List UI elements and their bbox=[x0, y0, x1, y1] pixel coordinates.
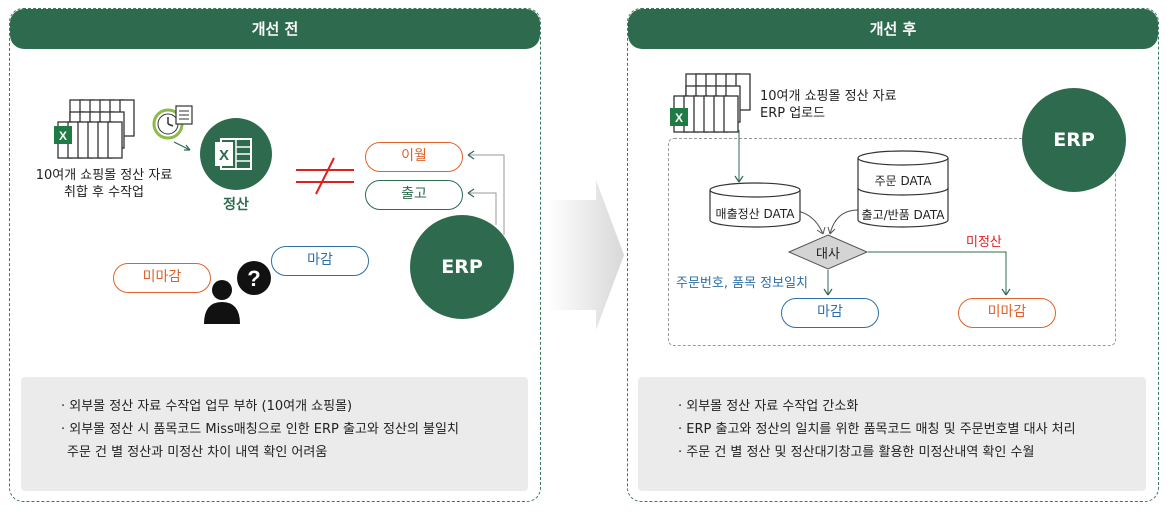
erp-label-after: ERP bbox=[1053, 129, 1095, 151]
unclosed-pill: 미마감 bbox=[113, 263, 211, 293]
erp-circle-before: ERP bbox=[410, 215, 514, 319]
after-panel: 개선 후 bbox=[627, 8, 1159, 502]
match-label: 주문번호, 품목 정보일치 bbox=[676, 276, 808, 291]
before-header: 개선 전 bbox=[10, 9, 540, 49]
after-note-3: · 주문 건 별 정산 및 정산대기창고를 활용한 미정산내역 확인 수월 bbox=[678, 445, 1035, 460]
erp-connector-lines bbox=[467, 150, 505, 235]
svg-text:X: X bbox=[219, 147, 229, 164]
unclosed-pill-after: 미마감 bbox=[958, 298, 1056, 328]
excel-sheets-icon: X bbox=[670, 73, 751, 133]
compare-label: 대사 bbox=[816, 247, 840, 262]
before-notes: · 외부몰 정산 자료 수작업 업무 부하 (10여개 쇼핑몰) · 외부몰 정… bbox=[21, 377, 528, 491]
person-question-icon: ? bbox=[204, 261, 271, 324]
flow-lines bbox=[734, 130, 1011, 296]
compare-diamond bbox=[788, 234, 868, 270]
closing-pill-after: 마감 bbox=[781, 298, 879, 328]
svg-text:?: ? bbox=[247, 266, 260, 291]
after-caption: 10여개 쇼핑몰 정산 자료 ERP 업로드 bbox=[760, 88, 920, 122]
excel-sheets-icon: X bbox=[54, 99, 135, 159]
database-icon bbox=[709, 182, 801, 228]
order-db-label: 주문 DATA bbox=[874, 174, 932, 188]
unsettled-label: 미정산 bbox=[966, 235, 1002, 250]
closing-pill: 마감 bbox=[271, 246, 369, 276]
after-header: 개선 후 bbox=[628, 9, 1158, 49]
before-caption-line1: 10여개 쇼핑몰 정산 자료 bbox=[35, 168, 173, 183]
shipment-pill: 출고 bbox=[365, 180, 463, 210]
after-caption-line1: 10여개 쇼핑몰 정산 자료 bbox=[760, 89, 897, 104]
after-caption-line2: ERP 업로드 bbox=[760, 106, 826, 121]
clock-document-icon bbox=[152, 105, 193, 151]
after-note-1: · 외부몰 정산 자료 수작업 간소화 bbox=[678, 399, 859, 414]
before-note-2: · 외부몰 정산 시 품목코드 Miss매칭으로 인한 ERP 출고와 정산의 … bbox=[61, 422, 459, 437]
erp-label-before: ERP bbox=[441, 256, 483, 278]
erp-system-area bbox=[668, 138, 1116, 346]
shipment-return-db-label: 출고/반품 DATA bbox=[861, 208, 945, 222]
before-note-3: 주문 건 별 정산과 미정산 차이 내역 확인 어려움 bbox=[67, 445, 328, 460]
before-panel: 개선 전 bbox=[9, 8, 541, 502]
not-equal-icon bbox=[296, 157, 354, 195]
before-caption: 10여개 쇼핑몰 정산 자료 취합 후 수작업 bbox=[34, 167, 174, 201]
after-notes: · 외부몰 정산 자료 수작업 간소화 · ERP 출고와 정산의 일치를 위한… bbox=[638, 377, 1146, 491]
after-note-2: · ERP 출고와 정산의 일치를 위한 품목코드 매칭 및 주문번호별 대사 … bbox=[678, 422, 1076, 437]
excel-app-icon: X bbox=[200, 118, 272, 190]
carryover-pill: 이월 bbox=[365, 142, 463, 172]
before-note-1: · 외부몰 정산 자료 수작업 업무 부하 (10여개 쇼핑몰) bbox=[61, 399, 353, 414]
svg-text:X: X bbox=[59, 129, 67, 143]
before-caption-line2: 취합 후 수작업 bbox=[63, 185, 145, 200]
transition-arrow-icon bbox=[548, 180, 624, 330]
settle-label: 정산 bbox=[223, 197, 249, 213]
erp-circle-after: ERP bbox=[1022, 88, 1126, 192]
svg-text:X: X bbox=[675, 111, 683, 125]
database-icon bbox=[857, 150, 949, 228]
sales-settlement-db-label: 매출정산 DATA bbox=[715, 207, 795, 221]
